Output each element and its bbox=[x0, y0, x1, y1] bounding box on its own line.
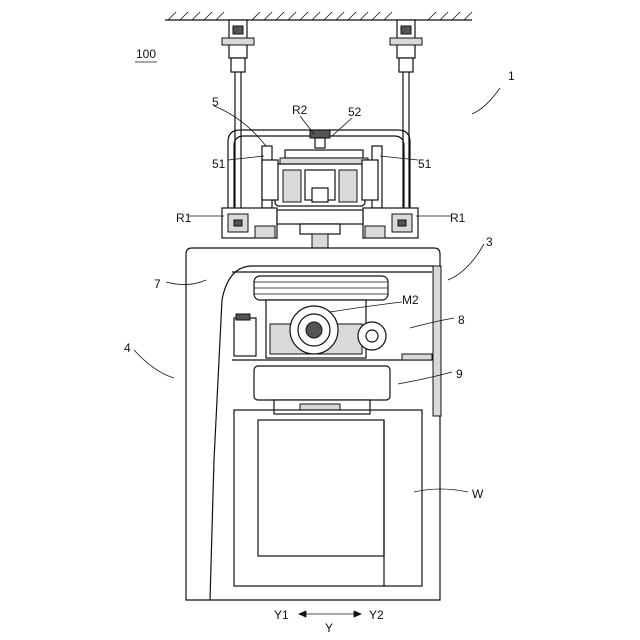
lifting-unit-8 bbox=[232, 272, 432, 360]
ceiling-hanger-right bbox=[390, 20, 422, 210]
label-51-left: 51 bbox=[212, 157, 226, 171]
label-r1-left: R1 bbox=[176, 211, 192, 225]
label-1: 1 bbox=[508, 69, 515, 83]
rail-r1-right bbox=[363, 208, 418, 238]
gripper-unit-9 bbox=[254, 366, 390, 414]
label-9: 9 bbox=[456, 367, 463, 381]
label-y1: Y1 bbox=[274, 608, 289, 622]
bogie-center bbox=[277, 210, 363, 248]
side-cover-3 bbox=[433, 266, 441, 416]
label-m2: M2 bbox=[402, 293, 419, 307]
article-w bbox=[234, 410, 422, 586]
label-w: W bbox=[472, 487, 484, 501]
rail-r1-left bbox=[222, 208, 277, 238]
label-4: 4 bbox=[124, 341, 131, 355]
drive-motor-block bbox=[262, 160, 378, 206]
label-r2: R2 bbox=[292, 103, 308, 117]
label-3: 3 bbox=[486, 235, 493, 249]
ceiling bbox=[165, 12, 472, 20]
ceiling-hanger-left bbox=[222, 20, 254, 210]
label-8: 8 bbox=[458, 313, 465, 327]
label-52: 52 bbox=[348, 105, 362, 119]
label-y: Y bbox=[325, 621, 333, 635]
label-y2: Y2 bbox=[369, 608, 384, 622]
label-5: 5 bbox=[212, 95, 219, 109]
label-51-right: 51 bbox=[418, 157, 432, 171]
label-7: 7 bbox=[154, 277, 161, 291]
label-r1-right: R1 bbox=[450, 211, 466, 225]
roller-r2-assembly bbox=[280, 130, 368, 164]
reference-number: 100 bbox=[136, 47, 156, 61]
